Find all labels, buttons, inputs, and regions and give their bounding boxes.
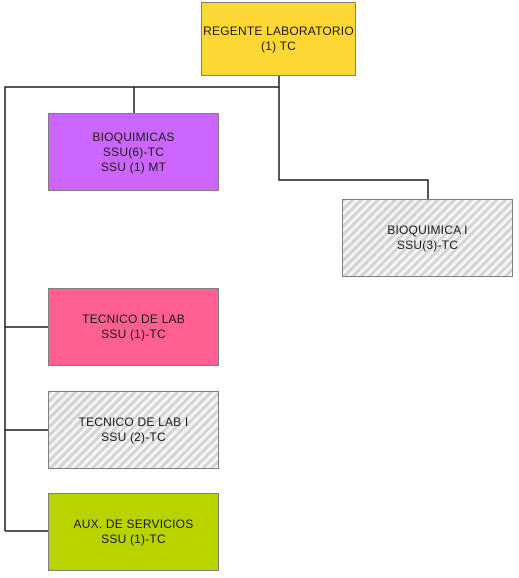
node-bioquimica-i-detail: SSU(3)-TC bbox=[396, 238, 459, 252]
connector-bioquimica1 bbox=[278, 87, 429, 199]
node-bioquimicas-detail-1: SSU(6)-TC bbox=[102, 144, 165, 159]
connector-regente-trunk bbox=[4, 76, 280, 531]
node-regente-laboratorio: REGENTE LABORATORIO (1) TC bbox=[201, 2, 356, 76]
node-tecnico-title: TECNICO DE LAB bbox=[82, 312, 185, 326]
node-bioquimicas-detail-2: SSU (1) MT bbox=[100, 159, 167, 174]
node-tecnico-i-title: TECNICO DE LAB I bbox=[78, 415, 189, 429]
node-aux-title: AUX. DE SERVICIOS bbox=[73, 517, 194, 531]
node-aux-detail: SSU (1)-TC bbox=[101, 532, 166, 546]
node-tecnico-de-lab: TECNICO DE LAB SSU (1)-TC bbox=[48, 288, 219, 366]
node-regente-title: REGENTE LABORATORIO bbox=[203, 24, 354, 38]
node-tecnico-i-detail: SSU (2)-TC bbox=[101, 430, 166, 444]
node-tecnico-de-lab-i: TECNICO DE LAB I SSU (2)-TC bbox=[48, 391, 219, 469]
node-bioquimica-i-title: BIOQUIMICA I bbox=[387, 223, 468, 237]
node-tecnico-detail: SSU (1)-TC bbox=[101, 327, 166, 341]
node-aux-de-servicios: AUX. DE SERVICIOS SSU (1)-TC bbox=[48, 493, 219, 571]
node-bioquimica-i: BIOQUIMICA I SSU(3)-TC bbox=[342, 199, 513, 277]
node-bioquimicas-title: BIOQUIMICAS bbox=[92, 129, 175, 144]
node-regente-detail: (1) TC bbox=[261, 39, 296, 53]
node-bioquimicas: BIOQUIMICAS SSU(6)-TC SSU (1) MT bbox=[48, 113, 219, 191]
